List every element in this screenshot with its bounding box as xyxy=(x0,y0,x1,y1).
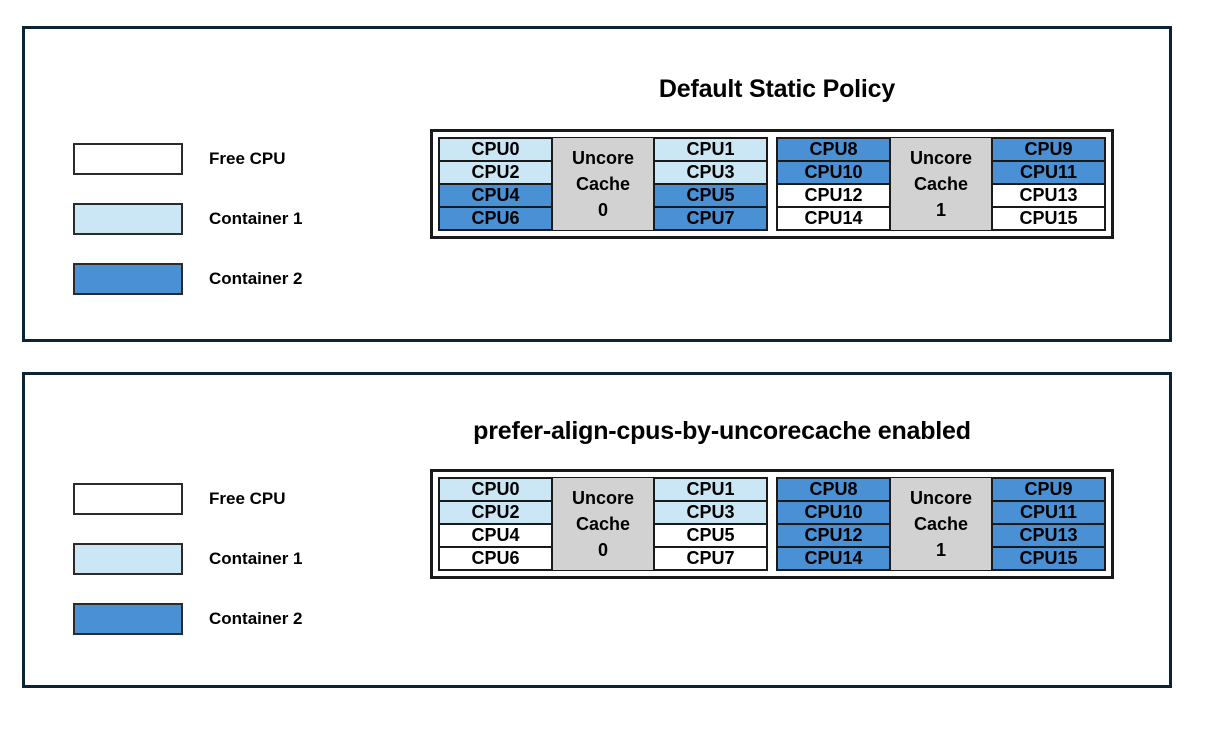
uncore-cache-index: 1 xyxy=(935,540,946,561)
cpu-cell: CPU9 xyxy=(992,478,1105,501)
cpu-column-left: CPU0 CPU2 CPU4 CPU6 xyxy=(439,478,552,570)
cpu-cell: CPU11 xyxy=(992,161,1105,184)
uncore-cache-line-1: Uncore xyxy=(909,147,972,168)
cpu-cell: CPU5 xyxy=(654,524,767,547)
cpu-cell: CPU14 xyxy=(777,207,890,230)
uncore-cache-block: Uncore Cache 0 xyxy=(552,138,654,230)
cpu-cell: CPU0 xyxy=(439,138,552,161)
cpu-cell: CPU6 xyxy=(439,207,552,230)
cpu-cell: CPU10 xyxy=(777,501,890,524)
cpu-column-left: CPU8 CPU10 CPU12 CPU14 xyxy=(777,478,890,570)
uncore-cache-line-2: Cache xyxy=(913,173,969,194)
cache-group-1: CPU8 CPU10 CPU12 CPU14 Uncore Cache 1 CP… xyxy=(776,477,1106,571)
uncore-cache-line-2: Cache xyxy=(575,173,631,194)
cpu-cell: CPU2 xyxy=(439,161,552,184)
legend-swatch-container-2 xyxy=(73,263,183,295)
legend-item-container-1: Container 1 xyxy=(73,529,303,589)
cpu-cell: CPU14 xyxy=(777,547,890,570)
page-title: prefer-align-cpus-by-uncorecache enabled xyxy=(473,417,971,445)
cpu-cell: CPU5 xyxy=(654,184,767,207)
uncore-cache-block: Uncore Cache 0 xyxy=(552,478,654,570)
cpu-cell: CPU3 xyxy=(654,161,767,184)
cpu-cell: CPU1 xyxy=(654,478,767,501)
cpu-column-right: CPU1 CPU3 CPU5 CPU7 xyxy=(654,138,767,230)
uncore-cache-line-2: Cache xyxy=(913,513,969,534)
cpu-topology-diagram: CPU0 CPU2 CPU4 CPU6 Uncore Cache 0 CPU1 … xyxy=(430,129,1114,239)
legend-label-container-1: Container 1 xyxy=(209,549,303,568)
legend-swatch-container-1 xyxy=(73,543,183,575)
legend-item-free-cpu: Free CPU xyxy=(73,469,303,529)
cpu-cell: CPU13 xyxy=(992,524,1105,547)
legend-label-free-cpu: Free CPU xyxy=(209,149,286,168)
panel-default-static-policy: Default Static Policy Free CPU Container… xyxy=(22,26,1172,342)
cpu-cell: CPU1 xyxy=(654,138,767,161)
legend-item-container-1: Container 1 xyxy=(73,189,303,249)
page-title: Default Static Policy xyxy=(658,75,896,103)
cpu-cell: CPU6 xyxy=(439,547,552,570)
cpu-cell: CPU11 xyxy=(992,501,1105,524)
uncore-cache-line-2: Cache xyxy=(575,513,631,534)
legend-swatch-container-2 xyxy=(73,603,183,635)
cpu-cell: CPU8 xyxy=(777,138,890,161)
legend-swatch-container-1 xyxy=(73,203,183,235)
panel-prefer-align-cpus-by-uncorecache: prefer-align-cpus-by-uncorecache enabled… xyxy=(22,372,1172,688)
cpu-column-left: CPU8 CPU10 CPU12 CPU14 xyxy=(777,138,890,230)
cpu-cell: CPU12 xyxy=(777,184,890,207)
cpu-cell: CPU7 xyxy=(654,547,767,570)
cpu-cell: CPU12 xyxy=(777,524,890,547)
cpu-cell: CPU13 xyxy=(992,184,1105,207)
uncore-cache-line-1: Uncore xyxy=(909,487,972,508)
cpu-cell: CPU4 xyxy=(439,184,552,207)
cache-group-0: CPU0 CPU2 CPU4 CPU6 Uncore Cache 0 CPU1 … xyxy=(438,137,768,231)
legend-bottom: Free CPU Container 1 Container 2 xyxy=(73,469,303,649)
legend-item-container-2: Container 2 xyxy=(73,589,303,649)
uncore-cache-line-1: Uncore xyxy=(571,487,634,508)
uncore-cache-block: Uncore Cache 1 xyxy=(890,478,992,570)
cpu-cell: CPU15 xyxy=(992,207,1105,230)
legend-label-container-2: Container 2 xyxy=(209,269,303,288)
cpu-cell: CPU0 xyxy=(439,478,552,501)
uncore-cache-line-1: Uncore xyxy=(571,147,634,168)
cache-group-0: CPU0 CPU2 CPU4 CPU6 Uncore Cache 0 CPU1 … xyxy=(438,477,768,571)
legend-swatch-free-cpu xyxy=(73,483,183,515)
cpu-cell: CPU15 xyxy=(992,547,1105,570)
cpu-cell: CPU2 xyxy=(439,501,552,524)
cpu-column-left: CPU0 CPU2 CPU4 CPU6 xyxy=(439,138,552,230)
cpu-cell: CPU8 xyxy=(777,478,890,501)
cpu-topology-diagram: CPU0 CPU2 CPU4 CPU6 Uncore Cache 0 CPU1 … xyxy=(430,469,1114,579)
cpu-cell: CPU7 xyxy=(654,207,767,230)
uncore-cache-index: 0 xyxy=(597,540,608,561)
uncore-cache-index: 1 xyxy=(935,200,946,221)
legend-swatch-free-cpu xyxy=(73,143,183,175)
cpu-column-right: CPU1 CPU3 CPU5 CPU7 xyxy=(654,478,767,570)
cpu-column-right: CPU9 CPU11 CPU13 CPU15 xyxy=(992,138,1105,230)
cache-group-1: CPU8 CPU10 CPU12 CPU14 Uncore Cache 1 CP… xyxy=(776,137,1106,231)
cpu-cell: CPU3 xyxy=(654,501,767,524)
cpu-cell: CPU10 xyxy=(777,161,890,184)
legend-label-container-1: Container 1 xyxy=(209,209,303,228)
legend-item-container-2: Container 2 xyxy=(73,249,303,309)
legend-top: Free CPU Container 1 Container 2 xyxy=(73,129,303,309)
uncore-cache-index: 0 xyxy=(597,200,608,221)
cpu-cell: CPU4 xyxy=(439,524,552,547)
legend-item-free-cpu: Free CPU xyxy=(73,129,303,189)
legend-label-free-cpu: Free CPU xyxy=(209,489,286,508)
legend-label-container-2: Container 2 xyxy=(209,609,303,628)
uncore-cache-block: Uncore Cache 1 xyxy=(890,138,992,230)
cpu-column-right: CPU9 CPU11 CPU13 CPU15 xyxy=(992,478,1105,570)
cpu-cell: CPU9 xyxy=(992,138,1105,161)
